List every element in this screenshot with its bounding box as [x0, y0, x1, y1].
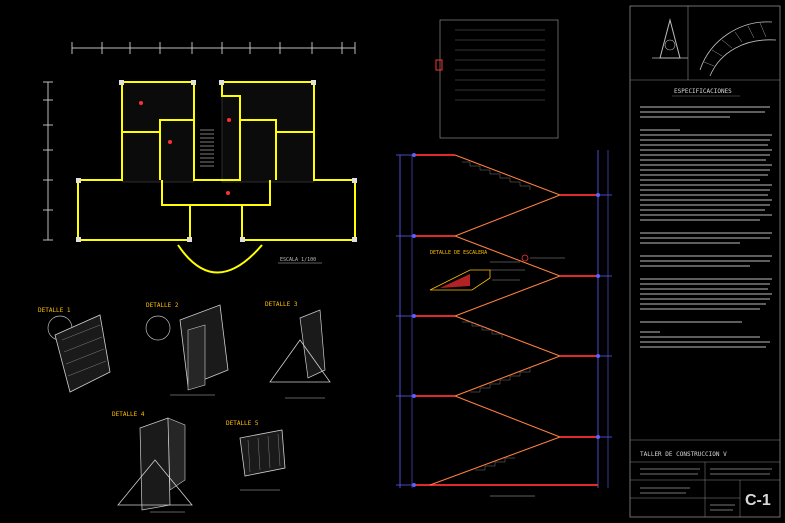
detail-5: DETALLE 5 [226, 420, 286, 491]
detail-4: DETALLE 4 [112, 411, 193, 513]
sheet-number: C-1 [745, 492, 771, 509]
detail-1-label: DETALLE 1 [38, 307, 71, 314]
project-title: TALLER DE CONSTRUCCION V [640, 451, 727, 458]
specifications-body [640, 106, 772, 348]
plan-scale-label: ESCALA 1/100 [280, 257, 316, 263]
stair-detail-label: DETALLE DE ESCALERA [430, 250, 487, 256]
detail-1: DETALLE 1 [38, 307, 111, 393]
detail-2-label: DETALLE 2 [146, 302, 179, 309]
detail-5-label: DETALLE 5 [226, 420, 259, 427]
detail-3-label: DETALLE 3 [265, 301, 298, 308]
specifications-heading: ESPECIFICACIONES [674, 88, 732, 95]
logo [652, 18, 688, 59]
detail-4-label: DETALLE 4 [112, 411, 145, 418]
detail-3: DETALLE 3 [265, 301, 331, 399]
stair-thumbnail [699, 21, 777, 77]
stair-section: DETALLE DE ESCALERA [396, 19, 612, 497]
detail-2: DETALLE 2 [145, 302, 229, 396]
title-block: ESPECIFICACIONES [629, 5, 781, 518]
floor-plan: ESCALA 1/100 [43, 42, 357, 274]
